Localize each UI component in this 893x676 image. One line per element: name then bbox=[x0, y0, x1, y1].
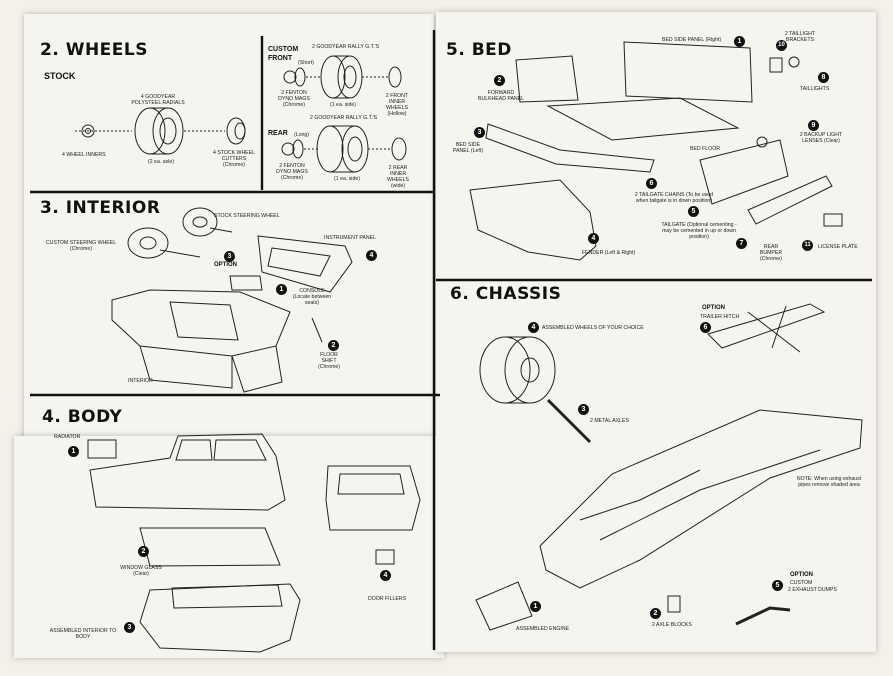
bed-floor-label: BED FLOOR bbox=[690, 146, 720, 152]
chassis-badge-3: 3 bbox=[578, 404, 589, 415]
assembled-wheels-label: ASSEMBLED WHEELS OF YOUR CHOICE bbox=[542, 325, 644, 331]
stock-tires-label: 4 GOODYEAR POLYSTEEL RADIALS bbox=[131, 94, 185, 106]
interior-badge-1: 1 bbox=[276, 284, 287, 295]
section-title-body: 4. BODY bbox=[42, 407, 123, 427]
license-plate-label: LICENSE PLATE bbox=[818, 244, 858, 250]
section-title-chassis: 6. CHASSIS bbox=[450, 284, 562, 304]
fender-label: FENDER (Left & Right) bbox=[582, 250, 636, 256]
interior-badge-3: 3 bbox=[224, 251, 235, 262]
bed-badge-1: 1 bbox=[734, 36, 745, 47]
custom-front-short: (Short) bbox=[298, 60, 314, 66]
custom-rear-mags: 2 FENTON DYNO MAGS (Chrome) bbox=[276, 163, 308, 181]
exhaust-note-label: NOTE: When using exhaust pipes remove sh… bbox=[796, 476, 862, 488]
body-badge-4: 4 bbox=[380, 570, 391, 581]
bed-badge-2: 2 bbox=[494, 75, 505, 86]
body-badge-3: 3 bbox=[124, 622, 135, 633]
custom-rear-long: (Long) bbox=[294, 132, 309, 138]
bed-badge-9: 9 bbox=[808, 120, 819, 131]
section-title-wheels: 2. WHEELS bbox=[40, 40, 148, 60]
custom-front-mags: 2 FENTON DYNO MAGS (Chrome) bbox=[278, 90, 310, 108]
chassis-badge-6: 6 bbox=[700, 322, 711, 333]
paper-right bbox=[436, 12, 876, 652]
custom-rear-tires: 2 GOODYEAR RALLY G.T.'S bbox=[310, 115, 378, 121]
custom-rear-label: REAR bbox=[268, 130, 288, 137]
instrument-panel-label: INSTRUMENT PANEL bbox=[324, 235, 376, 241]
bed-badge-10: 10 bbox=[776, 40, 787, 51]
bed-side-left-label: BED SIDE PANEL (Left) bbox=[453, 142, 483, 154]
forward-panel-label: FORWARD BULKHEAD PANEL bbox=[477, 90, 525, 102]
stock-inners-label: 4 WHEEL INNERS bbox=[62, 152, 106, 158]
bed-badge-4: 4 bbox=[588, 233, 599, 244]
custom-front-label: FRONT bbox=[268, 55, 293, 62]
stock-cutters-label: 4 STOCK WHEEL CUTTERS (Chrome) bbox=[213, 150, 255, 168]
stock-per-axle-label: (2 ea. axle) bbox=[148, 159, 174, 165]
trailer-hitch-label: TRAILER HITCH bbox=[700, 314, 740, 320]
assembled-engine-label: ASSEMBLED ENGINE bbox=[516, 626, 570, 632]
stock-steering-wheel-label: STOCK STEERING WHEEL bbox=[214, 213, 280, 219]
tailgate-chains-label: 2 TAILGATE CHAINS (To be used when tailg… bbox=[634, 192, 714, 204]
chassis-badge-1: 1 bbox=[530, 601, 541, 612]
chassis-badge-4: 4 bbox=[528, 322, 539, 333]
exhaust-custom-label: CUSTOM bbox=[790, 580, 813, 586]
bed-badge-7: 7 bbox=[736, 238, 747, 249]
bed-side-right-label: BED SIDE PANEL (Right) bbox=[662, 37, 722, 43]
bed-badge-8: 8 bbox=[818, 72, 829, 83]
custom-heading: CUSTOM bbox=[268, 46, 299, 53]
body-badge-1: 1 bbox=[68, 446, 79, 457]
tailgate-label: TAILGATE (Optional cementing - may be ce… bbox=[661, 222, 737, 240]
chassis-badge-2: 2 bbox=[650, 608, 661, 619]
interior-option-label: OPTION bbox=[214, 262, 238, 268]
bed-badge-11: 11 bbox=[802, 240, 813, 251]
exhaust-dumps-label: 2 EXHAUST DUMPS bbox=[788, 587, 837, 593]
rear-bumper-label: REAR BUMPER (Chrome) bbox=[759, 244, 783, 262]
taillight-brackets-label: 2 TAILLIGHT BRACKETS bbox=[784, 31, 816, 43]
custom-rear-per-axle: (1 ea. side) bbox=[334, 176, 360, 182]
section-title-interior: 3. INTERIOR bbox=[40, 198, 161, 218]
paper-left-top bbox=[24, 14, 434, 444]
door-fillers-label: DOOR FILLERS bbox=[368, 596, 407, 602]
interior-badge-2: 2 bbox=[328, 340, 339, 351]
interior-badge-4: 4 bbox=[366, 250, 377, 261]
custom-steering-wheel-label: CUSTOM STEERING WHEEL (Chrome) bbox=[45, 240, 117, 252]
custom-front-inner: 2 FRONT INNER WHEELS (Hollow) bbox=[385, 93, 409, 117]
window-glass-label: WINDOW GLASS (Clear) bbox=[120, 565, 162, 577]
backup-lenses-label: 2 BACKUP LIGHT LENSES (Clear) bbox=[799, 132, 843, 144]
bed-badge-6: 6 bbox=[646, 178, 657, 189]
chassis-option-label: OPTION bbox=[702, 305, 726, 311]
bed-badge-5: 5 bbox=[688, 206, 699, 217]
radiator-label: RADIATOR bbox=[54, 434, 81, 440]
console-label: CONSOLE (Locate between seats) bbox=[292, 288, 332, 306]
assembled-interior-label: ASSEMBLED INTERIOR TO BODY bbox=[49, 628, 117, 640]
taillights-label: TAILLIGHTS bbox=[800, 86, 830, 92]
chassis-badge-5: 5 bbox=[772, 580, 783, 591]
custom-front-tires: 2 GOODYEAR RALLY G.T.'S bbox=[312, 44, 380, 50]
custom-rear-inner: 2 REAR INNER WHEELS (wide) bbox=[387, 165, 409, 189]
floor-shift-label: FLOOR SHIFT (Chrome) bbox=[318, 352, 340, 370]
metal-axles-label: 2 METAL AXLES bbox=[590, 418, 629, 424]
section-title-bed: 5. BED bbox=[446, 40, 512, 60]
custom-front-per-axle: (1 ea. side) bbox=[330, 102, 356, 108]
bed-badge-3: 3 bbox=[474, 127, 485, 138]
stock-heading: STOCK bbox=[44, 71, 76, 81]
body-badge-2: 2 bbox=[138, 546, 149, 557]
interior-label: INTERIOR bbox=[128, 378, 153, 384]
chassis-option2-label: OPTION bbox=[790, 572, 814, 578]
axle-blocks-label: 2 AXLE BLOCKS bbox=[652, 622, 692, 628]
paper-left-bottom bbox=[14, 436, 444, 658]
